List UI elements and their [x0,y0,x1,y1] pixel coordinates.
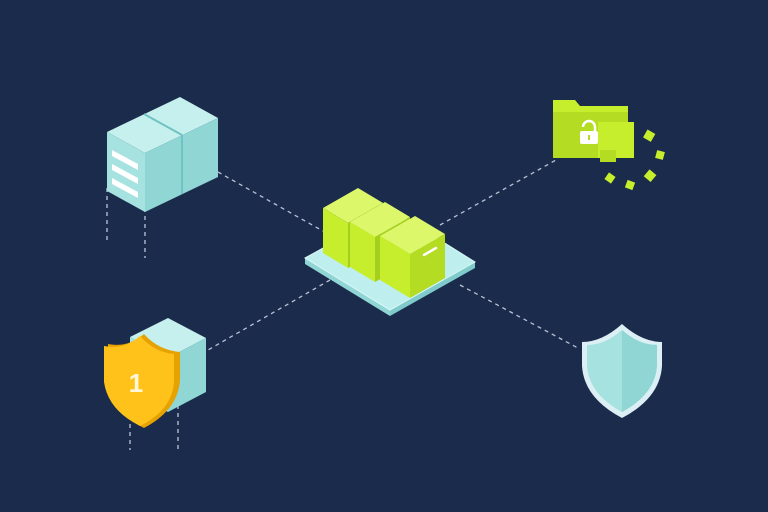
connector-server-to-hub [217,171,331,236]
connector-hub-to-backup [207,279,331,351]
shield-icon [582,324,662,418]
storage-boxes-icon [304,188,476,316]
loading-spinner-icon [604,129,665,191]
connector-hub-to-folder [439,159,557,226]
locked-folder-icon [553,100,665,191]
server-rack-icon [106,97,218,258]
shield-number-icon: 1 [104,318,206,450]
connector-hub-to-shield [459,284,579,349]
shield-number: 1 [129,368,143,398]
